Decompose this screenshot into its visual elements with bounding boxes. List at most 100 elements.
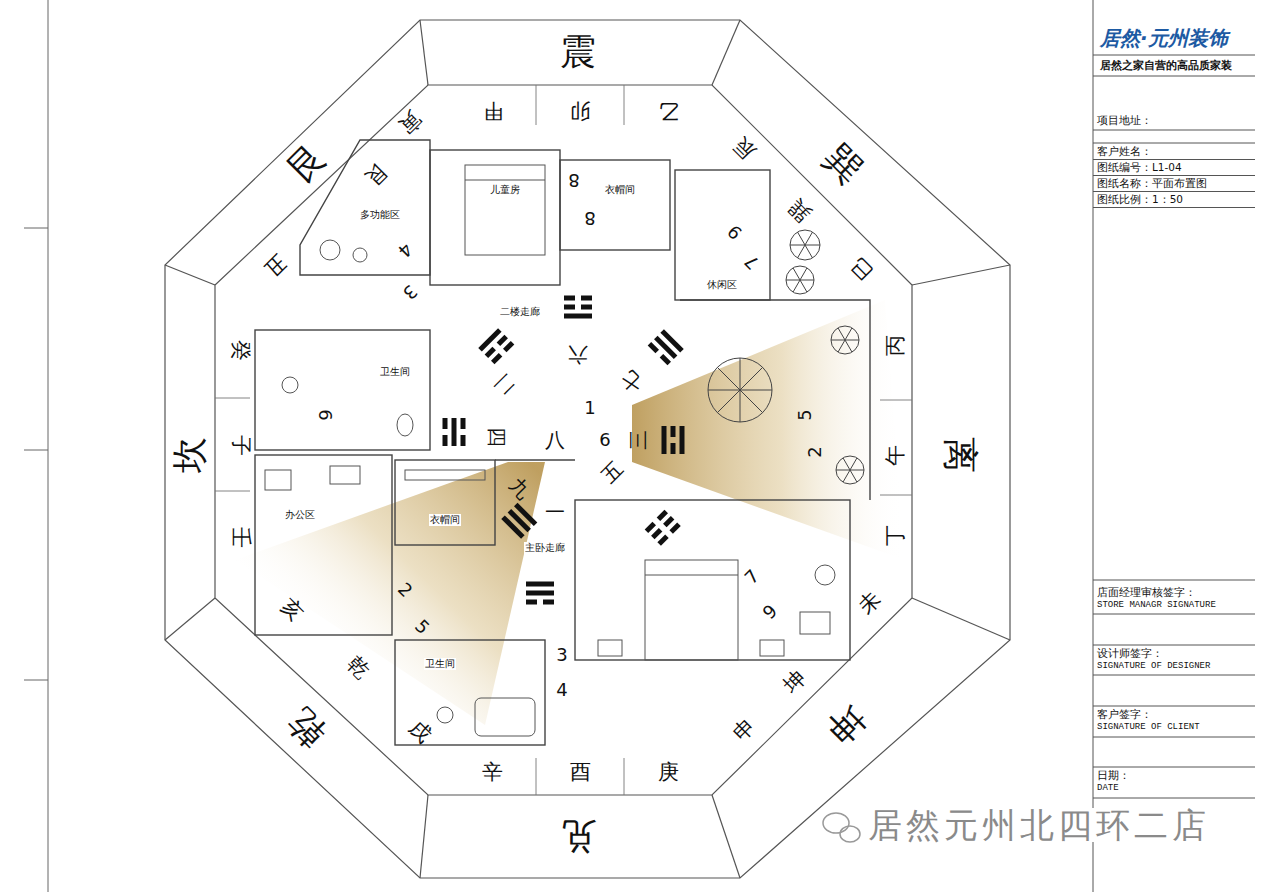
yang-bar <box>680 426 685 454</box>
title-block-caption: SIGNATURE OF DESIGNER <box>1097 662 1210 671</box>
room-name: 主卧走廊 <box>524 542 566 554</box>
yin-bar <box>651 528 662 539</box>
umbrella-canopy <box>790 230 820 260</box>
trigram-symbol <box>526 582 554 605</box>
flying-star-number: 6 <box>599 431 610 449</box>
umbrella-rib <box>708 390 740 391</box>
yang-bar <box>654 336 677 359</box>
umbrella-rib <box>845 340 852 352</box>
yin-bar <box>581 305 592 310</box>
mountain-name: 卯 <box>570 100 591 121</box>
period-star: 三 <box>628 430 648 450</box>
yin-bar <box>443 435 448 446</box>
yang-bar <box>478 328 501 351</box>
period-star: 二 <box>491 371 519 399</box>
yin-bar <box>648 342 659 353</box>
yin-bar <box>461 418 466 429</box>
period-star: 六 <box>568 345 588 365</box>
title-block-field: 设计师签字： <box>1097 648 1163 659</box>
yin-bar <box>564 296 575 301</box>
umbrella-rib <box>850 470 864 471</box>
yin-bar <box>645 522 656 533</box>
period-star: 九 <box>506 474 534 502</box>
wechat-icon <box>823 813 860 842</box>
mountain-name: 乙 <box>658 100 679 121</box>
flying-star-number: 8 <box>568 171 579 189</box>
mountain-name: 亥 <box>277 595 307 625</box>
shaded-sector <box>632 300 905 560</box>
umbrella-rib <box>740 390 763 413</box>
umbrella-rib <box>843 470 850 482</box>
flying-star-number: 9 <box>725 222 746 243</box>
yin-bar <box>663 516 674 527</box>
mountain-name: 辛 <box>482 762 503 783</box>
title-block-field: 图纸比例：1：50 <box>1097 194 1183 205</box>
trigram-symbol <box>501 503 537 539</box>
mountain-name: 庚 <box>658 762 679 783</box>
period-star: 七 <box>618 368 646 396</box>
yang-bar <box>452 418 457 446</box>
period-star: 五 <box>598 458 626 486</box>
mountain-name: 寅 <box>395 107 425 137</box>
flying-star-number: 4 <box>556 681 567 699</box>
yin-bar <box>657 534 668 545</box>
umbrella-rib <box>838 328 845 340</box>
mountain-name: 巳 <box>847 253 877 283</box>
flying-star-number: 3 <box>556 646 567 664</box>
umbrella-rib <box>843 458 850 470</box>
mountain-name: 丑 <box>260 250 290 280</box>
trigram-name: 坎 <box>172 437 208 473</box>
room-name: 儿童房 <box>489 184 521 196</box>
yin-bar <box>526 600 537 605</box>
umbrella <box>708 230 864 484</box>
umbrella-canopy <box>836 456 864 484</box>
yin-bar <box>485 347 496 358</box>
trigram-symbol <box>478 328 514 364</box>
yin-bar <box>491 353 502 364</box>
flying-star-number: 7 <box>742 567 763 588</box>
mountain-name: 丙 <box>885 335 906 356</box>
yin-bar <box>671 426 676 437</box>
yang-bar <box>508 509 531 532</box>
flying-star-number: 6 <box>316 409 334 420</box>
yin-bar <box>564 305 575 310</box>
trigram-name: 艮 <box>282 138 333 189</box>
wall <box>255 140 870 745</box>
yin-bar <box>671 443 676 454</box>
trigram-name: 巽 <box>818 139 869 190</box>
title-block-field: 图纸名称：平面布置图 <box>1097 178 1207 189</box>
umbrella-rib <box>800 268 807 280</box>
flying-star-number: 2 <box>806 446 824 457</box>
period-star: 一 <box>545 502 565 522</box>
yang-bar <box>514 503 537 526</box>
room-name: 卫生间 <box>379 366 411 378</box>
mountain-name: 丁 <box>885 525 906 546</box>
umbrella-rib <box>805 245 820 246</box>
yin-bar <box>503 341 514 352</box>
room-name: 多功能区 <box>359 209 401 221</box>
mountain-name: 子 <box>230 435 251 456</box>
umbrella-rib <box>798 232 806 245</box>
yang-bar <box>660 329 683 352</box>
umbrella-rib <box>793 280 800 292</box>
mountain-name: 巽 <box>785 195 815 225</box>
company-logo: 居然·元州装饰 <box>1100 28 1228 48</box>
umbrella-rib <box>790 245 805 246</box>
yang-bar <box>526 582 554 587</box>
trigram-symbol <box>564 296 592 319</box>
yang-bar <box>501 515 524 538</box>
room-name: 衣帽间 <box>604 184 636 196</box>
flying-star-number: 7 <box>742 252 763 273</box>
umbrella-rib <box>850 470 857 482</box>
title-block-caption: STORE MANAGR SIGNATURE <box>1097 601 1216 610</box>
flying-star-number: 4 <box>395 240 416 261</box>
trigram-name: 离 <box>942 437 978 473</box>
room-name: 二楼走廊 <box>499 306 541 318</box>
watermark: 居然元州北四环二店 <box>866 808 1212 842</box>
mountain-name: 癸 <box>230 340 251 361</box>
trigram-name: 震 <box>560 34 596 70</box>
title-block-caption: SIGNATURE OF CLIENT <box>1097 723 1200 732</box>
umbrella-rib <box>793 268 800 280</box>
yin-bar <box>543 600 554 605</box>
mountain-name: 戌 <box>405 717 435 747</box>
